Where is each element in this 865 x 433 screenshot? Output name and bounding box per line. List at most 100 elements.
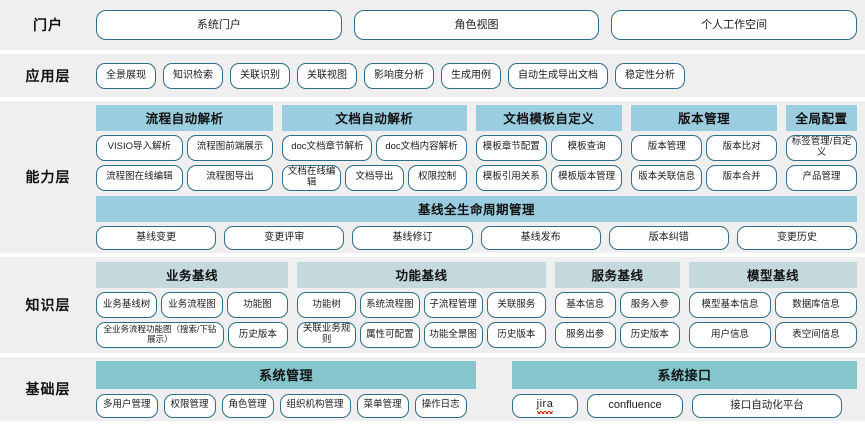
capability-item-3-1-0[interactable]: 版本关联信息 xyxy=(631,164,703,191)
baseline-item-1[interactable]: 变更评审 xyxy=(224,225,345,250)
capability-item-1-0-1[interactable]: doc文档内容解析 xyxy=(376,134,467,161)
base-item-0-4[interactable]: 菜单管理 xyxy=(356,393,409,418)
layer-band-portal: 门户 系统门户 角色视图 个人工作空间 xyxy=(0,0,865,50)
knowledge-item-0-0-2[interactable]: 功能图 xyxy=(226,292,288,318)
app-item-0[interactable]: 全景展现 xyxy=(96,62,156,89)
layer-label-portal: 门户 xyxy=(33,17,63,33)
knowledge-group-rows-2: 基本信息 服务入参 服务出参 历史版本 xyxy=(555,292,680,348)
base-item-0-1[interactable]: 权限管理 xyxy=(163,393,216,418)
app-item-1[interactable]: 知识检索 xyxy=(163,62,223,89)
portal-row: 系统门户 角色视图 个人工作空间 xyxy=(96,10,858,40)
layer-band-application: 应用层 全景展现 知识检索 关联识别 关联视图 影响度分析 生成用例 自动生成导… xyxy=(0,54,865,97)
app-item-2[interactable]: 关联识别 xyxy=(230,62,290,89)
layer-label-knowledge: 知识层 xyxy=(25,297,71,313)
capability-item-2-1-1[interactable]: 模板版本管理 xyxy=(550,164,623,191)
capability-item-2-0-0[interactable]: 模板章节配置 xyxy=(475,134,547,161)
base-item-0-0[interactable]: 多用户管理 xyxy=(96,393,158,418)
capability-item-1-1-2[interactable]: 权限控制 xyxy=(407,164,467,191)
base-item-0-2[interactable]: 角色管理 xyxy=(221,393,274,418)
portal-item-0[interactable]: 系统门户 xyxy=(96,10,342,40)
baseline-item-3[interactable]: 基线发布 xyxy=(480,225,601,250)
app-item-5[interactable]: 生成用例 xyxy=(441,62,501,89)
base-row-0: 多用户管理 权限管理 角色管理 组织机构管理 菜单管理 操作日志 xyxy=(96,393,476,418)
baseline-item-2[interactable]: 基线修订 xyxy=(352,225,473,250)
knowledge-item-1-1-1[interactable]: 属性可配置 xyxy=(360,322,420,348)
baseline-item-4[interactable]: 版本纠错 xyxy=(608,225,729,250)
knowledge-item-0-1-1[interactable]: 历史版本 xyxy=(227,322,288,348)
knowledge-row-2-0: 基本信息 服务入参 xyxy=(555,292,680,318)
capability-item-4-1-0[interactable]: 产品管理 xyxy=(786,164,857,191)
capability-item-0-0-1[interactable]: 流程图前端展示 xyxy=(186,134,274,161)
knowledge-item-1-1-3[interactable]: 历史版本 xyxy=(486,322,546,348)
app-item-3[interactable]: 关联视图 xyxy=(297,62,357,89)
capability-group-flow-parse: 流程自动解析 VISIO导入解析 流程图前端展示 流程图在线编辑 流程图导出 xyxy=(96,104,274,191)
knowledge-item-3-1-0[interactable]: 用户信息 xyxy=(689,322,771,348)
knowledge-group-function: 功能基线 功能树 系统流程图 子流程管理 关联服务 关联业务规则 属性可配置 功… xyxy=(297,262,546,348)
knowledge-group-service: 服务基线 基本信息 服务入参 服务出参 历史版本 xyxy=(555,262,680,348)
portal-item-2[interactable]: 个人工作空间 xyxy=(611,10,858,40)
knowledge-item-0-1-0[interactable]: 全业务流程功能图（搜索/下钻展示） xyxy=(96,322,224,348)
capability-item-3-1-1[interactable]: 版本合并 xyxy=(706,164,778,191)
knowledge-item-1-1-0[interactable]: 关联业务规则 xyxy=(297,322,357,348)
knowledge-item-1-0-3[interactable]: 关联服务 xyxy=(486,292,546,318)
knowledge-row-0-1: 全业务流程功能图（搜索/下钻展示） 历史版本 xyxy=(96,322,288,348)
knowledge-item-3-1-1[interactable]: 表空间信息 xyxy=(775,322,857,348)
knowledge-row-2-1: 服务出参 历史版本 xyxy=(555,322,680,348)
app-item-6[interactable]: 自动生成导出文档 xyxy=(508,62,608,89)
base-row-1: jira confluence 接口自动化平台 xyxy=(512,393,857,418)
capability-group-rows-1: doc文档章节解析 doc文档内容解析 文档在线编辑 文档导出 权限控制 xyxy=(282,134,467,191)
base-item-0-5[interactable]: 操作日志 xyxy=(414,393,467,418)
base-item-1-2[interactable]: 接口自动化平台 xyxy=(692,393,842,418)
capability-item-4-0-0[interactable]: 标签管理/自定义 xyxy=(786,134,857,161)
base-item-1-1[interactable]: confluence xyxy=(587,393,683,418)
knowledge-item-1-0-2[interactable]: 子流程管理 xyxy=(423,292,483,318)
capability-item-2-0-1[interactable]: 模板查询 xyxy=(550,134,623,161)
app-item-4[interactable]: 影响度分析 xyxy=(364,62,434,89)
capability-group-rows-0: VISIO导入解析 流程图前端展示 流程图在线编辑 流程图导出 xyxy=(96,134,274,191)
knowledge-group-rows-1: 功能树 系统流程图 子流程管理 关联服务 关联业务规则 属性可配置 功能全景图 … xyxy=(297,292,546,348)
knowledge-row-1-1: 关联业务规则 属性可配置 功能全景图 历史版本 xyxy=(297,322,546,348)
base-column-title-0: 系统管理 xyxy=(96,360,476,389)
application-row: 全景展现 知识检索 关联识别 关联视图 影响度分析 生成用例 自动生成导出文档 … xyxy=(96,62,857,89)
knowledge-item-2-0-1[interactable]: 服务入参 xyxy=(619,292,680,318)
knowledge-group-business: 业务基线 业务基线树 业务流程图 功能图 全业务流程功能图（搜索/下钻展示） 历… xyxy=(96,262,288,348)
knowledge-group-title-0: 业务基线 xyxy=(96,262,288,288)
capability-item-1-1-1[interactable]: 文档导出 xyxy=(345,164,404,191)
capability-item-3-0-1[interactable]: 版本比对 xyxy=(706,134,778,161)
knowledge-group-rows-0: 业务基线树 业务流程图 功能图 全业务流程功能图（搜索/下钻展示） 历史版本 xyxy=(96,292,288,348)
capability-row-3-1: 版本关联信息 版本合并 xyxy=(631,164,778,191)
capability-group-title-2: 文档模板自定义 xyxy=(475,104,623,131)
baseline-item-5[interactable]: 变更历史 xyxy=(736,225,858,250)
knowledge-item-2-0-0[interactable]: 基本信息 xyxy=(555,292,616,318)
capability-row-0-1: 流程图在线编辑 流程图导出 xyxy=(96,164,274,191)
capability-item-0-1-1[interactable]: 流程图导出 xyxy=(186,164,274,191)
base-item-0-3[interactable]: 组织机构管理 xyxy=(279,393,351,418)
knowledge-item-2-1-0[interactable]: 服务出参 xyxy=(555,322,616,348)
capability-group-global-config: 全局配置 标签管理/自定义 产品管理 xyxy=(786,104,857,191)
knowledge-item-1-0-1[interactable]: 系统流程图 xyxy=(360,292,420,318)
knowledge-item-3-0-0[interactable]: 模型基本信息 xyxy=(689,292,771,318)
knowledge-item-1-1-2[interactable]: 功能全景图 xyxy=(423,322,483,348)
capability-item-0-1-0[interactable]: 流程图在线编辑 xyxy=(96,164,183,191)
capability-row-4-0: 标签管理/自定义 xyxy=(786,134,857,161)
knowledge-item-2-1-1[interactable]: 历史版本 xyxy=(619,322,680,348)
capability-item-2-1-0[interactable]: 模板引用关系 xyxy=(475,164,547,191)
layer-band-knowledge: 知识层 业务基线 业务基线树 业务流程图 功能图 全业务流程功能图（搜索/下钻展… xyxy=(0,257,865,353)
capability-item-0-0-0[interactable]: VISIO导入解析 xyxy=(96,134,183,161)
capability-item-3-0-0[interactable]: 版本管理 xyxy=(631,134,703,161)
portal-item-1[interactable]: 角色视图 xyxy=(353,10,600,40)
app-item-7[interactable]: 稳定性分析 xyxy=(615,62,685,89)
knowledge-item-0-0-0[interactable]: 业务基线树 xyxy=(96,292,158,318)
capability-row-0-0: VISIO导入解析 流程图前端展示 xyxy=(96,134,274,161)
capability-row-2-1: 模板引用关系 模板版本管理 xyxy=(475,164,623,191)
knowledge-item-3-0-1[interactable]: 数据库信息 xyxy=(775,292,857,318)
capability-row-4-1: 产品管理 xyxy=(786,164,857,191)
base-item-1-0[interactable]: jira xyxy=(512,393,578,418)
capability-item-1-1-0[interactable]: 文档在线编辑 xyxy=(282,164,342,191)
knowledge-item-0-0-1[interactable]: 业务流程图 xyxy=(161,292,223,318)
capability-item-1-0-0[interactable]: doc文档章节解析 xyxy=(282,134,373,161)
capability-group-doc-parse: 文档自动解析 doc文档章节解析 doc文档内容解析 文档在线编辑 文档导出 权… xyxy=(282,104,467,191)
baseline-item-0[interactable]: 基线变更 xyxy=(96,225,217,250)
knowledge-item-1-0-0[interactable]: 功能树 xyxy=(297,292,357,318)
